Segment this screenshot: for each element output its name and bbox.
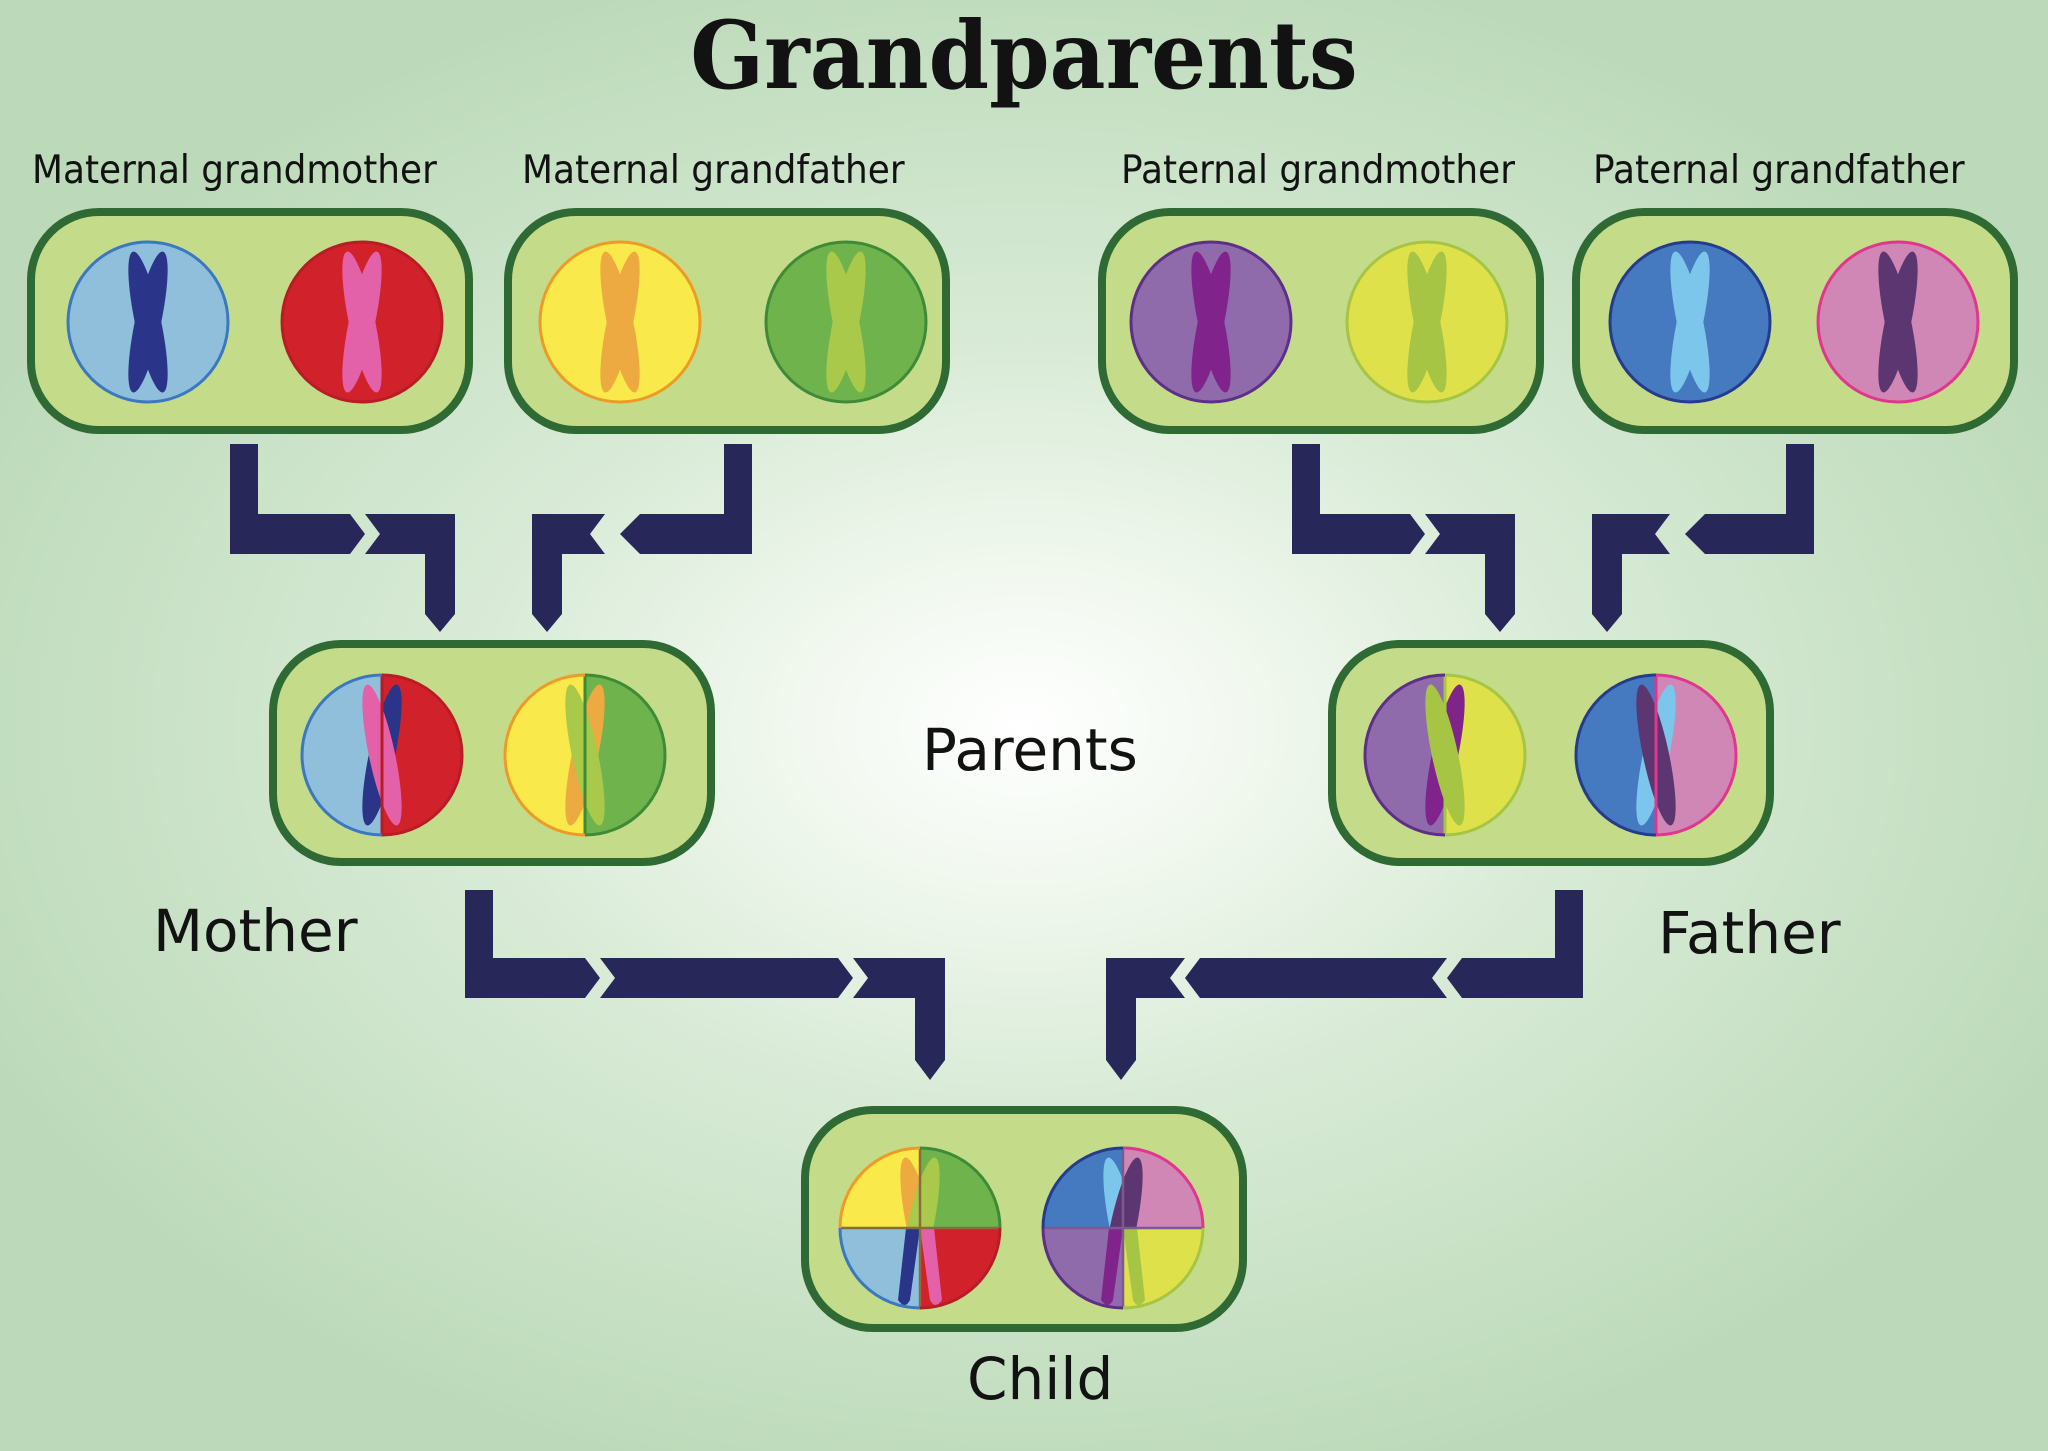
connector-arrow bbox=[532, 444, 752, 632]
connector-arrow bbox=[1292, 444, 1515, 632]
chromosome-icon bbox=[342, 251, 382, 393]
chromosome-icon bbox=[600, 251, 640, 393]
chromosome-icon bbox=[1407, 251, 1447, 393]
maternal-grandfather-chromosome-1 bbox=[538, 240, 702, 404]
connector-arrow bbox=[230, 444, 455, 632]
father-chromosome-1 bbox=[1363, 673, 1527, 837]
maternal-grandfather-chromosome-2 bbox=[764, 240, 928, 404]
child-chromosome-1 bbox=[838, 1146, 1002, 1310]
maternal-grandmother-chromosome-1 bbox=[66, 240, 230, 404]
chromosome-icon bbox=[826, 251, 866, 393]
label-parents: Parents bbox=[922, 716, 1138, 784]
connector-arrow bbox=[465, 890, 945, 1080]
mother-chromosome-2 bbox=[503, 673, 667, 837]
label-paternal-grandmother: Paternal grandmother bbox=[1121, 148, 1515, 193]
paternal-grandmother-chromosome-1 bbox=[1129, 240, 1293, 404]
connector-arrow bbox=[1592, 444, 1814, 632]
label-maternal-grandmother: Maternal grandmother bbox=[32, 148, 437, 193]
label-paternal-grandfather: Paternal grandfather bbox=[1593, 148, 1965, 193]
label-child: Child bbox=[967, 1345, 1114, 1413]
chromosome-icon bbox=[128, 251, 168, 393]
father-chromosome-2 bbox=[1574, 673, 1738, 837]
label-father: Father bbox=[1658, 899, 1841, 967]
chromosome-icon bbox=[1670, 251, 1710, 393]
diagram-title: Grandparents bbox=[690, 1, 1358, 111]
connector-arrow bbox=[1106, 890, 1583, 1080]
child-chromosome-2 bbox=[1041, 1146, 1205, 1310]
chromosome-icon bbox=[1878, 251, 1918, 393]
mother-chromosome-1 bbox=[300, 673, 464, 837]
chromosome-icon bbox=[1191, 251, 1231, 393]
paternal-grandfather-chromosome-2 bbox=[1816, 240, 1980, 404]
paternal-grandmother-chromosome-2 bbox=[1345, 240, 1509, 404]
label-mother: Mother bbox=[153, 897, 358, 965]
maternal-grandmother-chromosome-2 bbox=[280, 240, 444, 404]
paternal-grandfather-chromosome-1 bbox=[1608, 240, 1772, 404]
label-maternal-grandfather: Maternal grandfather bbox=[522, 148, 905, 193]
